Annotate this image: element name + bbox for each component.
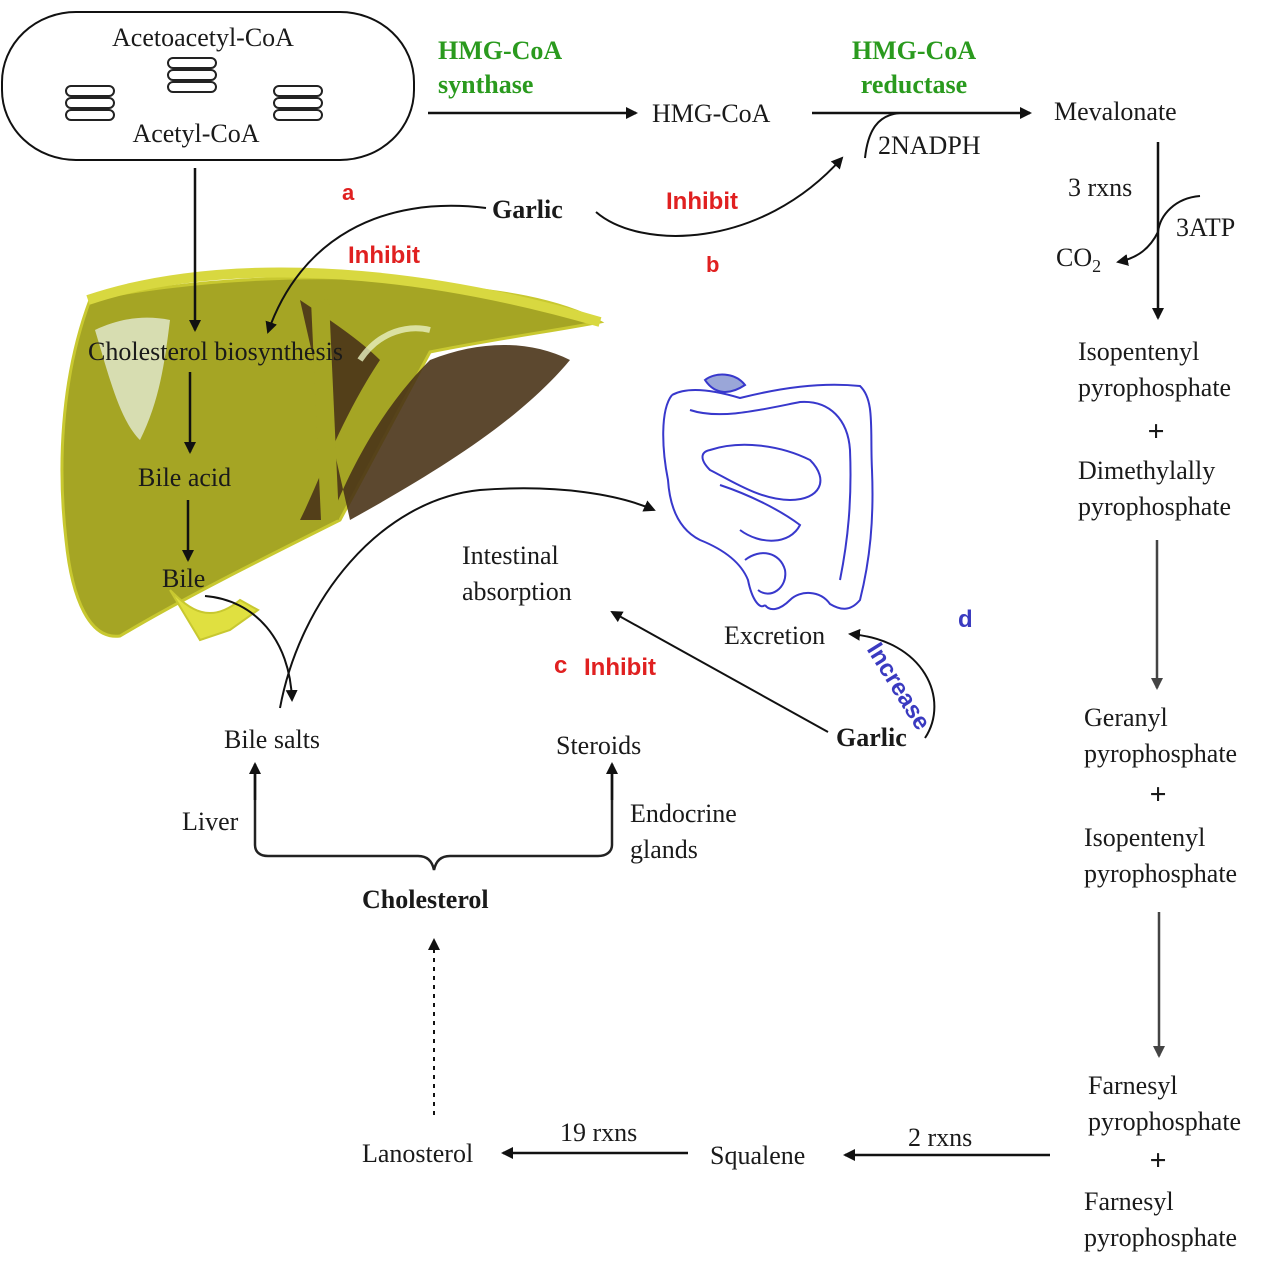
plus-3: +: [1149, 1144, 1167, 1177]
endocrine-glands-label: Endocrine glands: [630, 799, 737, 865]
label-c: c: [554, 652, 568, 679]
garlic-bottom-label: Garlic: [836, 723, 907, 752]
liver-label: Liver: [182, 807, 239, 836]
steroids-label: Steroids: [556, 731, 642, 760]
intestine-image: [662, 373, 874, 611]
plus-1: +: [1147, 415, 1165, 448]
cholesterol-biosynthesis-label: Cholesterol biosynthesis: [88, 337, 343, 366]
arrow-bilesalts-intestine: [279, 487, 656, 709]
inhibit-a-label: Inhibit: [348, 242, 420, 269]
squalene-label: Squalene: [710, 1141, 806, 1170]
mevalonate-label: Mevalonate: [1054, 97, 1177, 126]
cholesterol-label: Cholesterol: [362, 885, 489, 914]
acetyl-coa-label: Acetyl-CoA: [132, 119, 260, 148]
garlic-increase-d-arrow: [848, 628, 936, 739]
cholesterol-bracket: [253, 770, 614, 871]
bile-salts-label: Bile salts: [224, 725, 321, 754]
nadph-label: 2NADPH: [878, 131, 981, 160]
farnesyl-pp-2-label: Farnesyl pyrophosphate: [1084, 1187, 1238, 1253]
geranyl-pp-label: Geranyl pyrophosphate: [1084, 703, 1238, 769]
hmg-coa-label: HMG-CoA: [652, 99, 771, 128]
liver-image: [60, 267, 605, 642]
two-rxns-label: 2 rxns: [908, 1123, 973, 1152]
atp-curve: [1116, 195, 1201, 266]
co2-label: CO2: [1056, 243, 1102, 277]
isopentenyl-pp-label: Isopentenyl pyrophosphate: [1078, 337, 1232, 403]
farnesyl-pp-label: Farnesyl pyrophosphate: [1088, 1071, 1242, 1137]
three-atp-label: 3ATP: [1176, 213, 1236, 242]
hmg-coa-synthase-label: HMG-CoA synthase: [438, 36, 563, 99]
isopentenyl-pp-2-label: Isopentenyl pyrophosphate: [1084, 823, 1238, 889]
garlic-inhibit-b-arrow: [595, 156, 844, 237]
hmg-coa-reductase-label: HMG-CoA reductase: [851, 36, 977, 99]
nineteen-rxns-label: 19 rxns: [560, 1118, 638, 1147]
bile-acid-label: Bile acid: [138, 463, 232, 492]
label-b: b: [706, 252, 720, 277]
bile-label: Bile: [162, 564, 206, 593]
inhibit-b-label: Inhibit: [666, 188, 738, 215]
garlic-inhibit-a-arrow: [265, 204, 487, 334]
three-rxns-label: 3 rxns: [1068, 173, 1133, 202]
garlic-top-label: Garlic: [492, 195, 563, 224]
intestinal-absorption-label: Intestinal absorption: [462, 541, 572, 607]
dimethylally-pp-label: Dimethylally pyrophosphate: [1078, 456, 1232, 522]
label-d: d: [958, 606, 973, 633]
co2-subscript: 2: [1092, 256, 1102, 277]
lanosterol-label: Lanosterol: [362, 1139, 474, 1168]
nadph-curve: [864, 112, 901, 159]
label-a: a: [342, 180, 355, 205]
excretion-label: Excretion: [724, 621, 826, 650]
acetoacetyl-coa-label: Acetoacetyl-CoA: [112, 23, 294, 52]
mitochondria-icon: [1, 11, 415, 161]
garlic-inhibit-c-arrow: [610, 611, 829, 733]
plus-2: +: [1149, 778, 1167, 811]
arrow-bile-bilesalts: [204, 595, 298, 702]
inhibit-c-label: Inhibit: [584, 654, 656, 681]
